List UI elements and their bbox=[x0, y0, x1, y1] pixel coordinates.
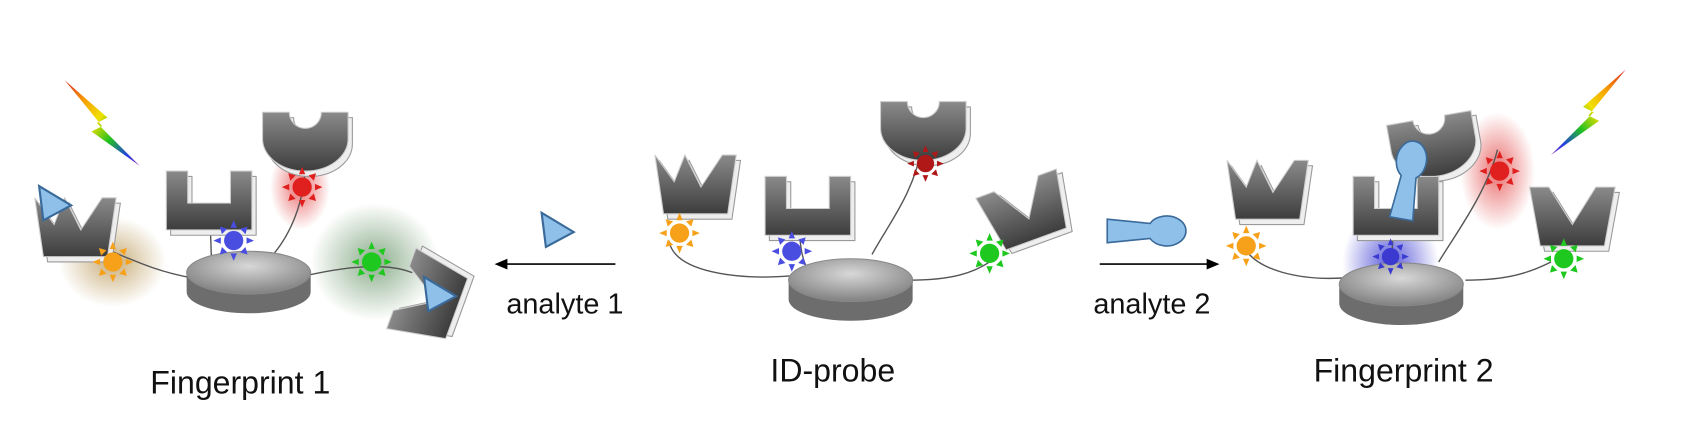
analyte-1-label: analyte 1 bbox=[506, 288, 623, 320]
rainbow-lightning-icon bbox=[1550, 69, 1626, 156]
analyte-1-arrow bbox=[494, 211, 616, 270]
id-probe-label: ID-probe bbox=[770, 353, 895, 389]
receptor-w bbox=[1226, 159, 1314, 226]
id-probe bbox=[654, 101, 1083, 322]
disc-scaffold bbox=[788, 258, 914, 322]
receptor-w bbox=[654, 154, 742, 220]
fingerprint-1-label: Fingerprint 1 bbox=[150, 364, 330, 400]
fluorophore-orange bbox=[1225, 225, 1267, 267]
analyte-2-key bbox=[1106, 215, 1187, 247]
receptor-u bbox=[764, 175, 856, 242]
analyte-1-triangle bbox=[540, 211, 575, 249]
fingerprint-1-probe bbox=[34, 80, 479, 352]
analyte-2-arrow bbox=[1099, 215, 1220, 270]
disc-scaffold bbox=[186, 250, 312, 314]
receptor-v bbox=[1529, 186, 1620, 252]
receptor-u bbox=[165, 170, 257, 236]
fingerprint-2-probe bbox=[1225, 69, 1626, 326]
analyte-2-label: analyte 2 bbox=[1093, 288, 1210, 320]
rainbow-lightning-icon bbox=[64, 80, 140, 166]
disc-scaffold bbox=[1338, 262, 1464, 326]
fingerprint-2-label: Fingerprint 2 bbox=[1314, 353, 1494, 389]
